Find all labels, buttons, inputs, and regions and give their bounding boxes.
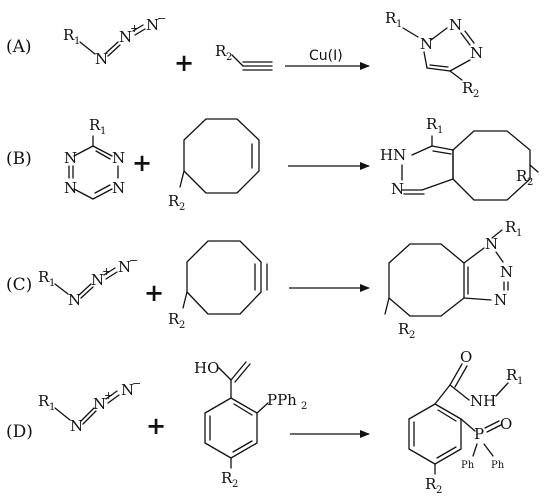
svg-text:PPh: PPh xyxy=(267,391,297,409)
pyridazine-product-b: R 1 HN N R 2 xyxy=(380,115,539,201)
svg-text:N: N xyxy=(500,263,513,281)
svg-text:R: R xyxy=(398,320,410,338)
svg-text:N: N xyxy=(118,258,131,276)
svg-text:−: − xyxy=(157,12,166,25)
azide-a: R 1 N N + N − xyxy=(63,12,166,68)
amide-product-d: O NH R 1 P O Ph Ph R 2 xyxy=(408,348,523,496)
svg-text:R: R xyxy=(221,469,233,487)
plus-sign-c: + xyxy=(144,278,164,307)
svg-text:1: 1 xyxy=(517,376,523,387)
svg-text:Ph: Ph xyxy=(461,460,475,471)
row-label-b: (B) xyxy=(6,149,32,169)
svg-text:1: 1 xyxy=(437,125,443,136)
plus-sign-b: + xyxy=(132,148,152,177)
svg-text:R: R xyxy=(38,392,50,410)
svg-text:N: N xyxy=(64,179,77,197)
row-c: (C) R 1 N N + N − + R 2 xyxy=(6,218,522,341)
svg-text:R: R xyxy=(425,475,437,493)
svg-text:R: R xyxy=(168,310,180,328)
svg-text:R: R xyxy=(63,26,75,44)
svg-text:HN: HN xyxy=(380,146,406,164)
svg-text:HO: HO xyxy=(194,359,219,377)
row-d: (D) R 1 N N + N − + HO xyxy=(6,348,523,496)
svg-text:O: O xyxy=(460,348,472,366)
svg-text:+: + xyxy=(130,22,139,35)
azide-c: R 1 N N + N − xyxy=(38,254,138,309)
svg-text:N: N xyxy=(449,16,462,34)
plus-sign-d: + xyxy=(146,411,166,440)
triazole-product-a: R 1 N N N R 2 xyxy=(385,9,483,100)
svg-text:2: 2 xyxy=(179,202,185,213)
svg-text:N: N xyxy=(494,291,507,309)
svg-text:R: R xyxy=(89,116,101,134)
svg-text:N: N xyxy=(470,44,483,62)
svg-text:2: 2 xyxy=(226,52,232,63)
cyclooctene-b: R 2 xyxy=(168,118,260,213)
svg-text:−: − xyxy=(132,377,141,390)
row-a: (A) R 1 N N + N − + R 2 Cu(I) xyxy=(6,9,483,100)
svg-text:O: O xyxy=(500,415,512,433)
svg-text:1: 1 xyxy=(74,36,80,47)
svg-text:R: R xyxy=(385,9,397,27)
svg-text:N: N xyxy=(121,381,134,399)
svg-text:R: R xyxy=(516,167,528,185)
svg-text:2: 2 xyxy=(301,401,307,412)
plus-sign-a: + xyxy=(174,48,194,77)
svg-text:N: N xyxy=(70,417,83,435)
svg-text:+: + xyxy=(104,389,113,402)
svg-text:1: 1 xyxy=(516,228,522,239)
svg-text:N: N xyxy=(119,28,132,46)
triazole-product-c: N R 1 N N R 2 xyxy=(384,218,522,341)
phosphine-reagent-d: HO PPh 2 R 2 xyxy=(194,359,307,490)
svg-text:N: N xyxy=(91,271,104,289)
svg-text:−: − xyxy=(129,254,138,267)
svg-text:N: N xyxy=(485,235,498,253)
svg-text:R: R xyxy=(168,192,180,210)
svg-text:N: N xyxy=(146,16,159,34)
svg-text:N: N xyxy=(68,291,81,309)
svg-text:R: R xyxy=(426,115,438,133)
azide-d: R 1 N N + N − xyxy=(38,377,141,435)
row-label-d: (D) xyxy=(6,422,33,442)
tetrazine-b: R 1 N N N N xyxy=(64,116,125,200)
svg-text:2: 2 xyxy=(179,320,185,331)
svg-text:2: 2 xyxy=(232,479,238,490)
svg-text:+: + xyxy=(102,265,111,278)
svg-text:NH: NH xyxy=(470,392,496,410)
svg-text:N: N xyxy=(64,149,77,167)
svg-text:N: N xyxy=(391,180,404,198)
svg-text:Ph: Ph xyxy=(491,460,505,471)
svg-text:R: R xyxy=(505,218,517,236)
svg-text:N: N xyxy=(420,35,433,53)
svg-text:2: 2 xyxy=(436,485,442,496)
svg-text:N: N xyxy=(93,395,106,413)
svg-text:1: 1 xyxy=(49,278,55,289)
svg-text:N: N xyxy=(95,50,108,68)
row-label-a: (A) xyxy=(6,37,32,57)
svg-text:R: R xyxy=(38,268,50,286)
catalyst-label: Cu(I) xyxy=(309,48,343,64)
svg-text:1: 1 xyxy=(100,126,106,137)
svg-text:2: 2 xyxy=(409,330,415,341)
svg-text:R: R xyxy=(215,42,227,60)
svg-text:2: 2 xyxy=(473,89,479,100)
svg-text:N: N xyxy=(112,149,125,167)
svg-text:N: N xyxy=(112,179,125,197)
svg-text:2: 2 xyxy=(527,177,533,188)
row-b: (B) R 1 N N N N + R 2 xyxy=(6,115,539,213)
svg-text:1: 1 xyxy=(396,19,402,30)
cyclooctyne-c: R 2 xyxy=(168,240,268,331)
row-label-c: (C) xyxy=(6,275,32,295)
svg-text:1: 1 xyxy=(49,402,55,413)
svg-text:R: R xyxy=(462,79,474,97)
svg-text:R: R xyxy=(506,366,518,384)
alkyne-a: R 2 xyxy=(215,42,273,71)
svg-text:P: P xyxy=(474,425,484,443)
